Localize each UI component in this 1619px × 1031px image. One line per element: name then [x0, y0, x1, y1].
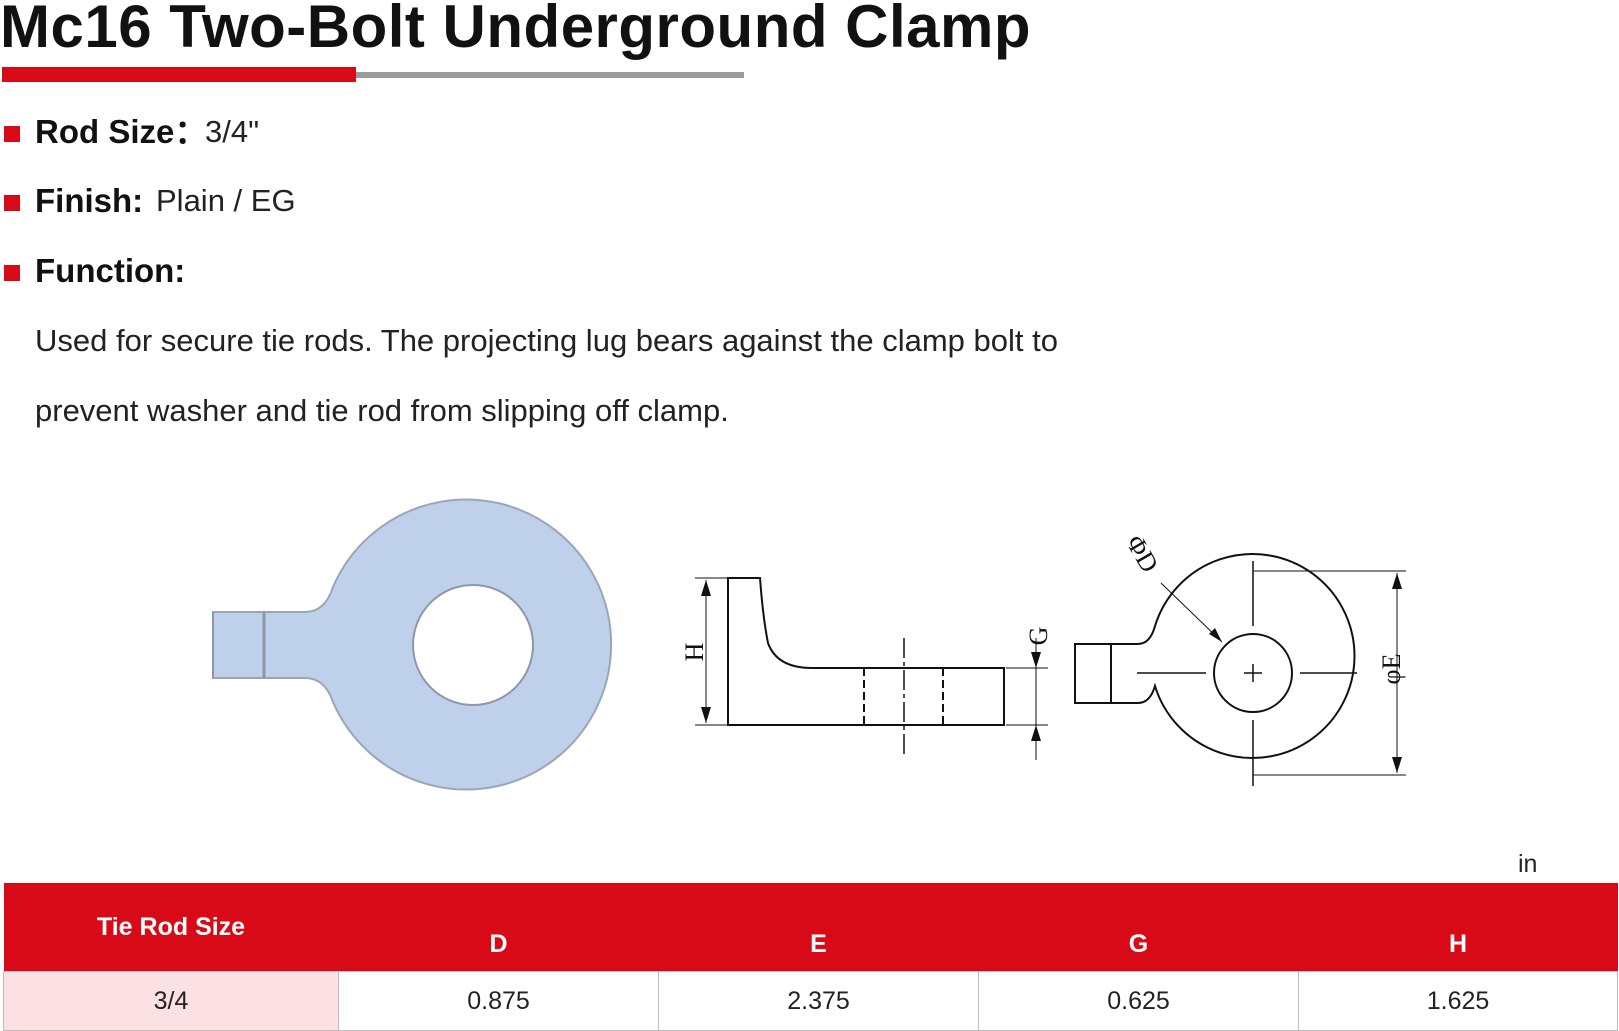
unit-label: in [1518, 850, 1538, 878]
description-line: Used for secure tie rods. The projecting… [35, 323, 1058, 358]
header-e: E [658, 883, 979, 972]
dimension-label-g: G [1024, 627, 1053, 646]
cell-d: 0.875 [338, 971, 659, 1031]
dimension-table: Tie Rod Size D E G H 3/4 0.875 2.375 0.6… [3, 883, 1618, 1031]
header-h: H [1298, 883, 1618, 972]
cell-e: 2.375 [658, 971, 979, 1031]
spec-label: Finish: [35, 182, 144, 219]
spec-label: Function: [35, 252, 186, 289]
bullet-square-icon [4, 126, 20, 142]
clamp-front-view [1074, 553, 1406, 786]
cell-h: 1.625 [1298, 971, 1618, 1031]
dimension-label-h: H [680, 642, 709, 661]
spec-value: 3/4" [205, 114, 260, 149]
title-underline-rule [356, 72, 744, 78]
header-tie-rod-size: Tie Rod Size [3, 883, 339, 972]
technical-drawing: H G ΦD φE [212, 498, 1406, 791]
spec-value: Plain / EG [156, 183, 296, 218]
bullet-square-icon [4, 265, 20, 281]
clamp-3d-render [212, 498, 613, 791]
title-underline-accent [2, 67, 356, 82]
bullet-square-icon [4, 195, 20, 211]
header-g: G [978, 883, 1299, 972]
page-title: Mc16 Two-Bolt Underground Clamp [0, 0, 1032, 60]
description-line: prevent washer and tie rod from slipping… [35, 393, 729, 428]
dimension-label-e: φE [1377, 654, 1406, 685]
header-d: D [338, 883, 659, 972]
cell-tie-rod-size: 3/4 [3, 971, 339, 1031]
table-header-row: Tie Rod Size D E G H [3, 883, 1618, 972]
table-row: 3/4 0.875 2.375 0.625 1.625 [3, 971, 1618, 1031]
dimension-label-d: ΦD [1120, 530, 1164, 577]
spec-label: Rod Size： [35, 113, 208, 150]
clamp-side-view [695, 577, 1048, 760]
